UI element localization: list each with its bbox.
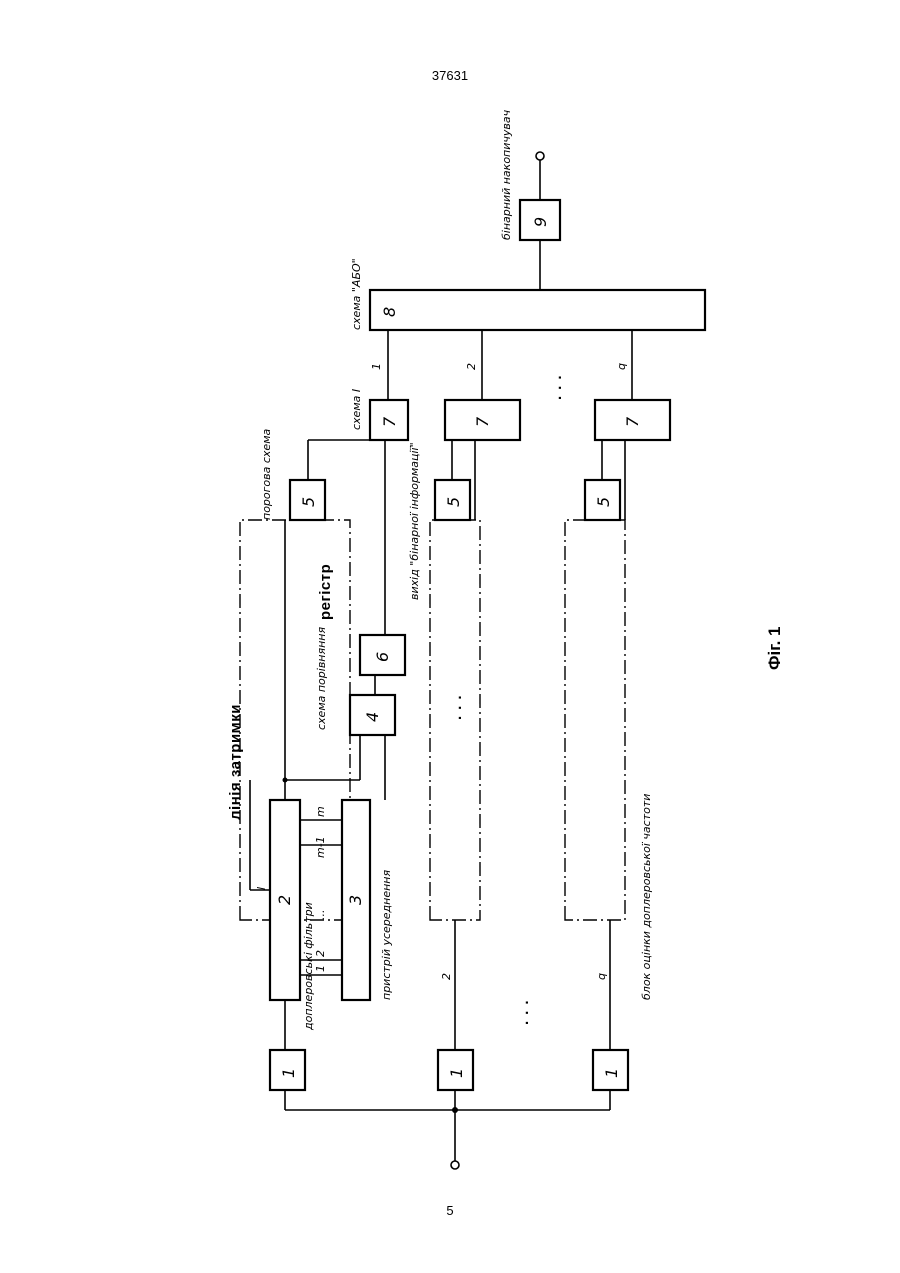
svg-text:5: 5 [594,497,613,507]
and-gate-label: схема І [350,389,363,430]
page-number: 5 [0,1203,900,1218]
svg-text:3: 3 [346,895,365,905]
estimation-block-q [565,520,625,920]
channel-q-label: q [595,973,608,980]
threshold-block-2: 5 [435,480,470,520]
ellipsis-gates: · · · [552,374,569,400]
doppler-filter-row3: 1 [593,1050,628,1090]
svg-text:m-1: m-1 [314,836,327,858]
svg-text:5: 5 [299,497,318,507]
register-block: 6 [360,635,405,675]
or-gate: 8 [370,290,705,330]
register-label: регістр [317,564,334,620]
svg-text:7: 7 [473,416,492,427]
svg-text:7: 7 [623,416,642,427]
averaging-label: пристрій усереднення [380,870,393,1000]
svg-text:m: m [314,806,327,817]
comparison-label: схема порівняння [315,627,328,730]
svg-text:2: 2 [314,950,327,957]
averaging-block: 3 [342,800,370,1000]
binary-output-label: вихід "бінарної інформації" [408,442,421,600]
svg-text:9: 9 [531,217,550,227]
threshold-block-1: 5 [290,480,325,520]
delay-line-block: 2 [270,800,300,1000]
svg-text:1: 1 [279,1068,298,1078]
svg-text:6: 6 [373,652,392,662]
figure-caption: Фіг. 1 [765,626,785,670]
and-gate-1: 7 [370,400,408,440]
svg-text:1: 1 [314,965,327,972]
doppler-filter-row1: 1 [270,1050,305,1090]
and-gate-2: 7 [445,400,520,440]
or-input-q: q [615,363,628,370]
svg-text:5: 5 [444,497,463,507]
channel-2-label: 2 [440,973,453,980]
comparison-block: 4 [350,695,395,735]
accumulator-label: бінарний накопичувач [500,109,513,240]
threshold-block-q: 5 [585,480,620,520]
input-bus [285,1090,610,1169]
svg-text:1: 1 [602,1068,621,1078]
svg-text:7: 7 [380,416,399,427]
delay-line-label: лінія затримки [227,704,244,820]
estimation-label: блок оцінки доплеровської частоти [640,794,653,1000]
ellipsis-estimation: · · · [452,694,469,720]
or-gate-label: схема "АБО" [350,258,363,330]
svg-text:4: 4 [363,712,382,722]
or-input-1: 1 [370,363,383,370]
threshold-label: порогова схема [260,429,273,520]
and-gate-q: 7 [595,400,670,440]
svg-text:2: 2 [275,895,294,905]
accumulator-block: 9 [520,200,560,240]
svg-text:1: 1 [447,1068,466,1078]
svg-text:8: 8 [380,307,399,317]
ellipsis-filters: · · · [519,999,536,1025]
svg-text:...: ... [314,910,327,921]
doppler-filter-row2: 1 [438,1050,473,1090]
or-input-2: 2 [465,363,478,370]
